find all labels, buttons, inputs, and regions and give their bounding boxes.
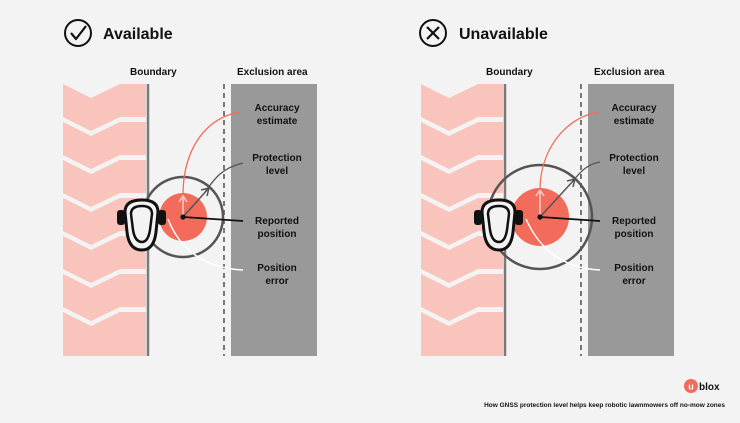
position-error-leader (167, 218, 244, 271)
ublox-logo: u blox (684, 379, 720, 393)
accuracy-leader (539, 111, 599, 191)
callout-protection-level: Protection level (609, 153, 658, 177)
svg-text:Accuracy: Accuracy (254, 103, 299, 114)
ublox-logo-mark (684, 379, 698, 393)
lawnmower-icon (117, 198, 166, 252)
svg-text:level: level (623, 166, 645, 177)
svg-text:Position: Position (257, 263, 296, 274)
callout-position-error: Position error (257, 263, 296, 287)
panel-unavailable: Unavailable Boundary Exclusion area (419, 19, 674, 356)
exclusion-area-label: Exclusion area (594, 67, 665, 78)
cross-circle-icon (419, 19, 447, 47)
svg-text:error: error (622, 276, 645, 287)
reported-position-leader (539, 216, 601, 222)
svg-text:Accuracy: Accuracy (611, 103, 656, 114)
lawn-stripes (421, 84, 503, 356)
svg-text:Protection: Protection (609, 153, 658, 164)
protection-leader (571, 161, 601, 183)
panel-available: Available Boundary Exclusion area (63, 19, 317, 356)
lawnmower-icon (474, 198, 523, 252)
lawn-stripes (63, 84, 146, 356)
footer-caption: How GNSS protection level helps keep rob… (484, 402, 725, 409)
callout-protection-level: Protection level (252, 153, 301, 177)
callout-accuracy-estimate: Accuracy estimate (611, 103, 656, 127)
accuracy-leader (182, 111, 241, 196)
svg-text:estimate: estimate (257, 116, 298, 127)
exclusion-area (588, 84, 674, 356)
callout-reported-position: Reported position (612, 216, 656, 240)
svg-text:position: position (258, 229, 297, 240)
exclusion-area-label: Exclusion area (237, 67, 308, 78)
position-error-leader (525, 218, 601, 271)
callout-reported-position: Reported position (255, 216, 299, 240)
boundary-label: Boundary (130, 67, 177, 78)
reported-position-dot (537, 214, 543, 220)
ublox-logo-text: blox (699, 382, 720, 393)
status-heading: Unavailable (459, 26, 548, 43)
exclusion-area (231, 84, 317, 356)
protection-leader (204, 162, 244, 193)
svg-text:Reported: Reported (255, 216, 299, 227)
checkmark-icon (64, 19, 92, 47)
svg-text:error: error (265, 276, 288, 287)
status-heading: Available (103, 26, 173, 43)
svg-text:Reported: Reported (612, 216, 656, 227)
callout-accuracy-estimate: Accuracy estimate (254, 103, 299, 127)
svg-text:level: level (266, 166, 288, 177)
reported-position-dot (180, 214, 186, 220)
svg-text:estimate: estimate (614, 116, 655, 127)
reported-position-leader (182, 216, 244, 222)
svg-text:Protection: Protection (252, 153, 301, 164)
svg-text:position: position (615, 229, 654, 240)
svg-text:u: u (688, 382, 694, 392)
svg-text:Position: Position (614, 263, 653, 274)
boundary-label: Boundary (486, 67, 533, 78)
callout-position-error: Position error (614, 263, 653, 287)
